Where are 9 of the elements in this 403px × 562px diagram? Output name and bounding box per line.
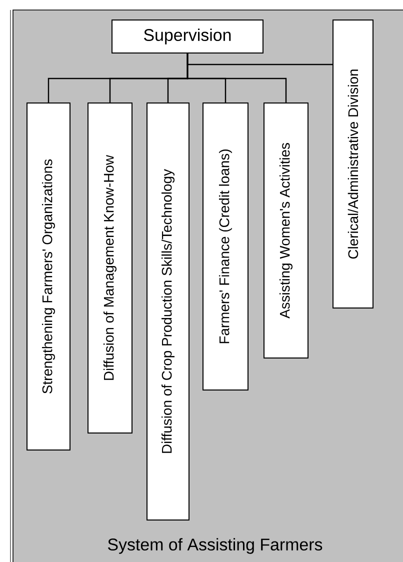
division-box: Strengthening Farmers' Organizations <box>26 102 70 450</box>
division-box: Assisting Women's Activities <box>264 102 308 358</box>
division-box: Clerical/Administrative Division <box>332 20 374 308</box>
division-box: Diffusion of Crop Production Skills/Technology <box>146 102 190 520</box>
division-box: Diffusion of Management Know-How <box>88 102 132 434</box>
division-box: Farmers' Finance (Credit loans) <box>202 102 248 390</box>
diagram-title: System of Assisting Farmers <box>108 538 322 554</box>
supervision-box: Supervision <box>112 20 264 54</box>
connector-line <box>186 54 332 66</box>
